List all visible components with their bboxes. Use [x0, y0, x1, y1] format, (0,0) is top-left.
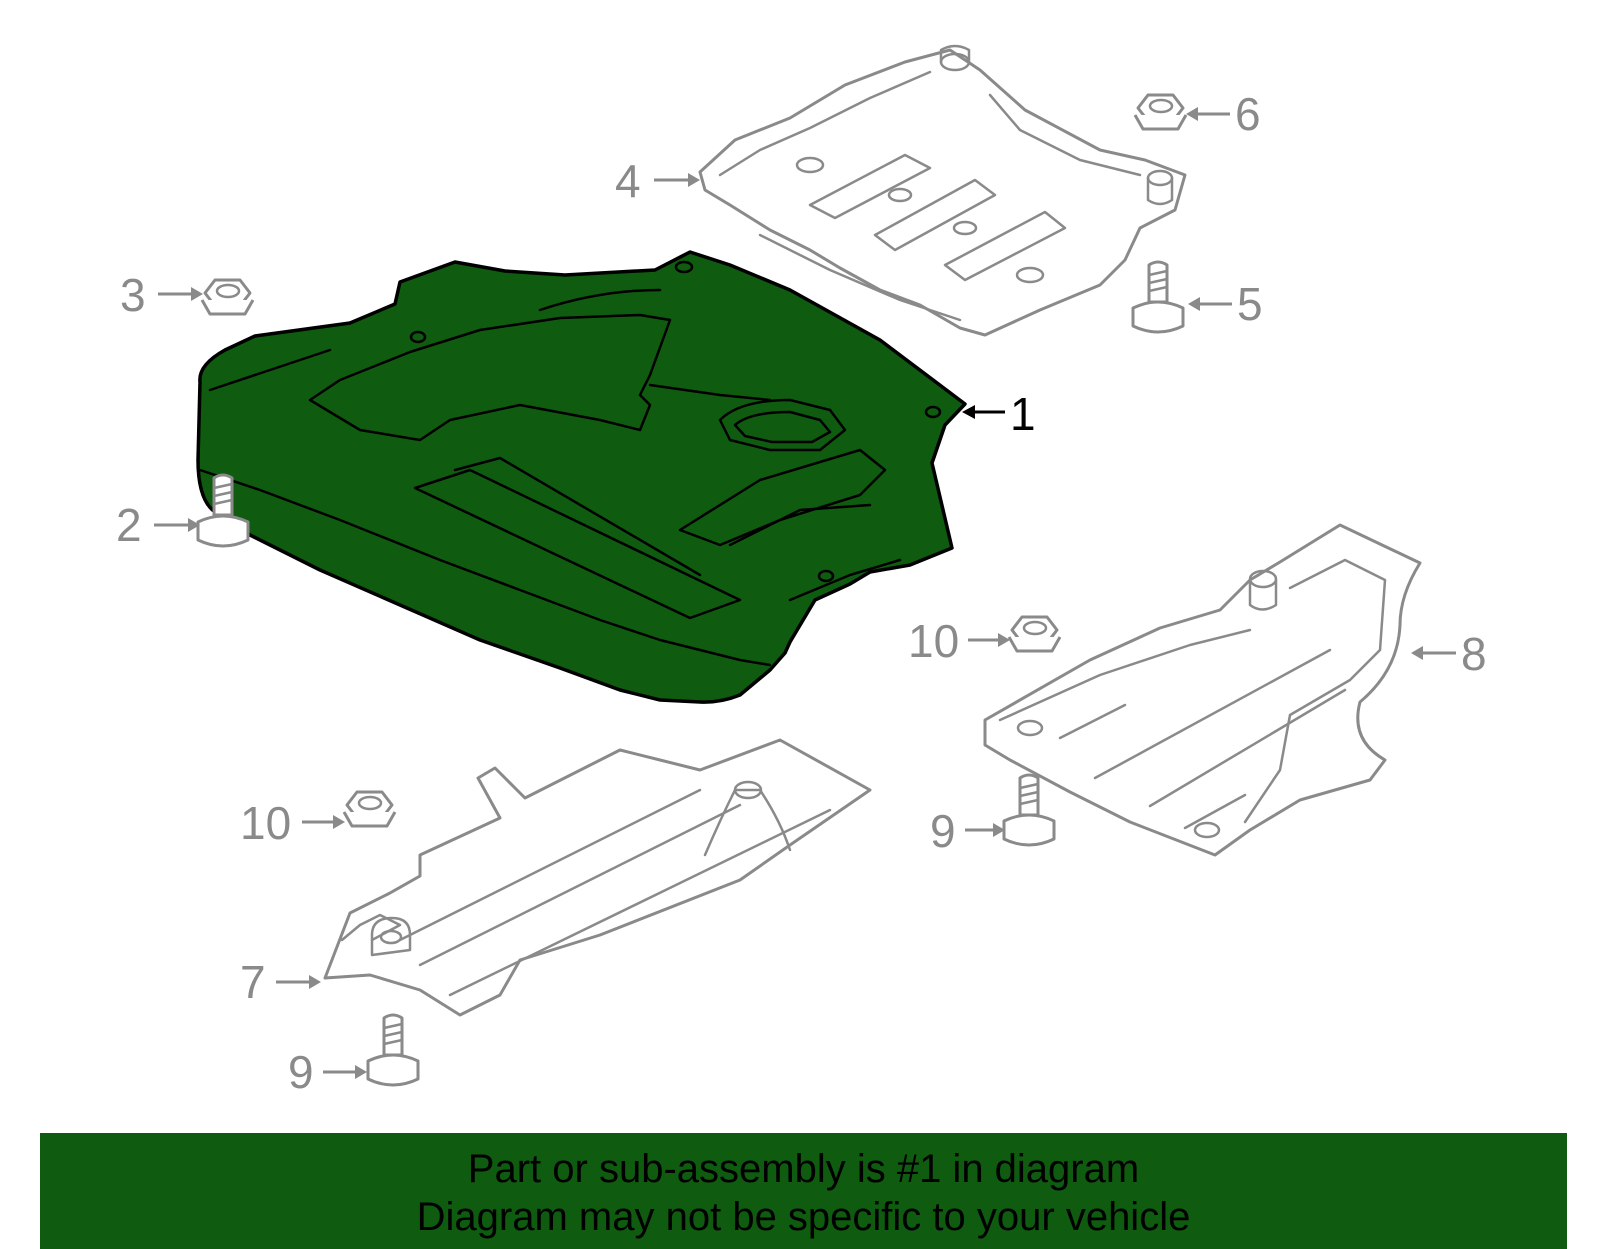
- banner-line-2: Diagram may not be specific to your vehi…: [416, 1195, 1191, 1239]
- callout-arrows: [154, 107, 1456, 1079]
- callout-7: 7: [240, 956, 266, 1008]
- nut-10a-icon: [1007, 615, 1062, 653]
- banner-line-1: Part or sub-assembly is #1 in diagram: [467, 1147, 1140, 1191]
- callout-10b: 10: [240, 797, 291, 849]
- nut-6-icon: [1133, 93, 1188, 131]
- part-4-shield: [698, 44, 1187, 337]
- nut-10b-icon: [342, 790, 397, 828]
- callout-4: 4: [615, 155, 641, 207]
- nut-3-icon: [200, 278, 255, 316]
- bolt-2-icon: [196, 473, 250, 548]
- callout-3: 3: [120, 269, 146, 321]
- callout-8: 8: [1461, 628, 1487, 680]
- part-1-splash-shield: [196, 250, 967, 704]
- callout-9a: 9: [930, 805, 956, 857]
- callout-1: 1: [1010, 388, 1036, 440]
- callout-6: 6: [1235, 88, 1261, 140]
- bolt-9a-icon: [1002, 773, 1056, 847]
- callout-5: 5: [1237, 278, 1263, 330]
- part-8-shield: [983, 523, 1422, 857]
- callout-10a: 10: [908, 615, 959, 667]
- callout-2: 2: [116, 499, 142, 551]
- part-7-shield: [323, 738, 872, 1017]
- callout-9b: 9: [288, 1046, 314, 1098]
- bolt-9b-icon: [366, 1013, 420, 1087]
- info-banner: Part or sub-assembly is #1 in diagram Di…: [40, 1133, 1567, 1249]
- bolt-5-icon: [1131, 260, 1185, 334]
